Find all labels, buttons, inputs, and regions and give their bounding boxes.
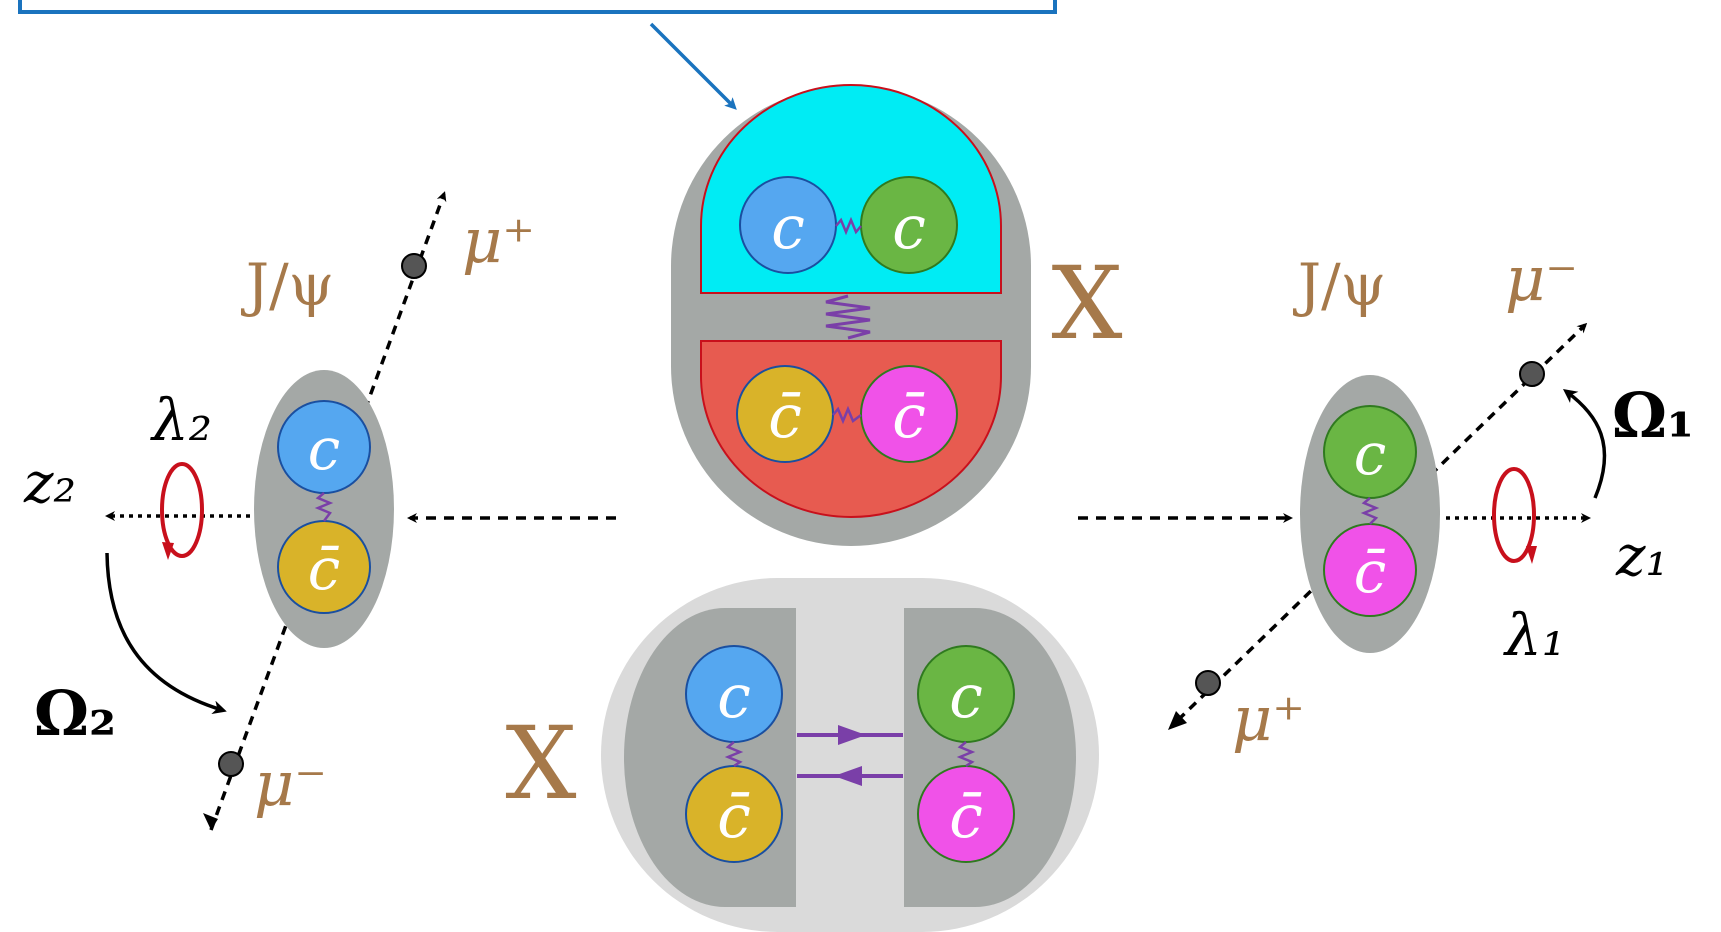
axis-label-left: z₂ xyxy=(23,451,76,516)
muon-dot xyxy=(401,253,427,279)
quark-label: c xyxy=(949,662,983,732)
helicity-label-right: λ₁ xyxy=(1503,601,1565,669)
diquark-antidiquark-state: c c c̄ c̄ xyxy=(671,84,1031,546)
helicity-rotation-right xyxy=(1492,467,1536,563)
jpsi-left: c c̄ xyxy=(203,191,447,831)
antiquark-label: c̄ xyxy=(949,782,983,852)
axis-label-right: z₁ xyxy=(1615,524,1668,589)
particle-label-right: J/ψ xyxy=(1293,251,1386,319)
quark-label: c xyxy=(308,415,340,483)
muon-label: μ⁺ xyxy=(1232,682,1305,755)
antiquark-label: c̄ xyxy=(1354,538,1386,606)
state-label-bottom: X xyxy=(505,705,576,822)
quark-c-green xyxy=(860,176,958,274)
quark-label: c xyxy=(717,662,751,732)
muon-dot xyxy=(1519,361,1545,387)
muon-label: μ⁻ xyxy=(1505,242,1578,315)
quark-label: c xyxy=(892,193,926,263)
muon-dot xyxy=(218,751,244,777)
quark-label: c xyxy=(1354,420,1386,488)
callout-box xyxy=(18,0,1057,110)
antiquark-label: c̄ xyxy=(717,782,751,852)
angle-arrow-right xyxy=(1562,389,1607,499)
jpsi-right: c c̄ xyxy=(1168,322,1588,730)
muon-dot xyxy=(1195,670,1221,696)
molecular-state: c c̄ c c̄ xyxy=(601,578,1099,932)
antiquark-cbar-magenta xyxy=(860,365,958,463)
angle-label-left: Ω₂ xyxy=(34,677,116,750)
quark-label: c xyxy=(771,193,805,263)
muon-label: μ⁻ xyxy=(254,747,327,820)
antiquark-label: c̄ xyxy=(768,382,802,452)
helicity-label-left: λ₂ xyxy=(150,386,212,454)
antiquark-label: c̄ xyxy=(308,535,340,603)
muon-label: μ⁺ xyxy=(462,204,535,277)
muon-track-right xyxy=(1176,322,1588,722)
antiquark-label: c̄ xyxy=(892,382,926,452)
helicity-rotation-left xyxy=(160,462,204,558)
particle-label-left: J/ψ xyxy=(241,251,334,319)
state-label-top: X xyxy=(1051,245,1122,362)
angle-arrow-left xyxy=(105,552,227,715)
angle-label-right: Ω₁ xyxy=(1612,379,1694,452)
